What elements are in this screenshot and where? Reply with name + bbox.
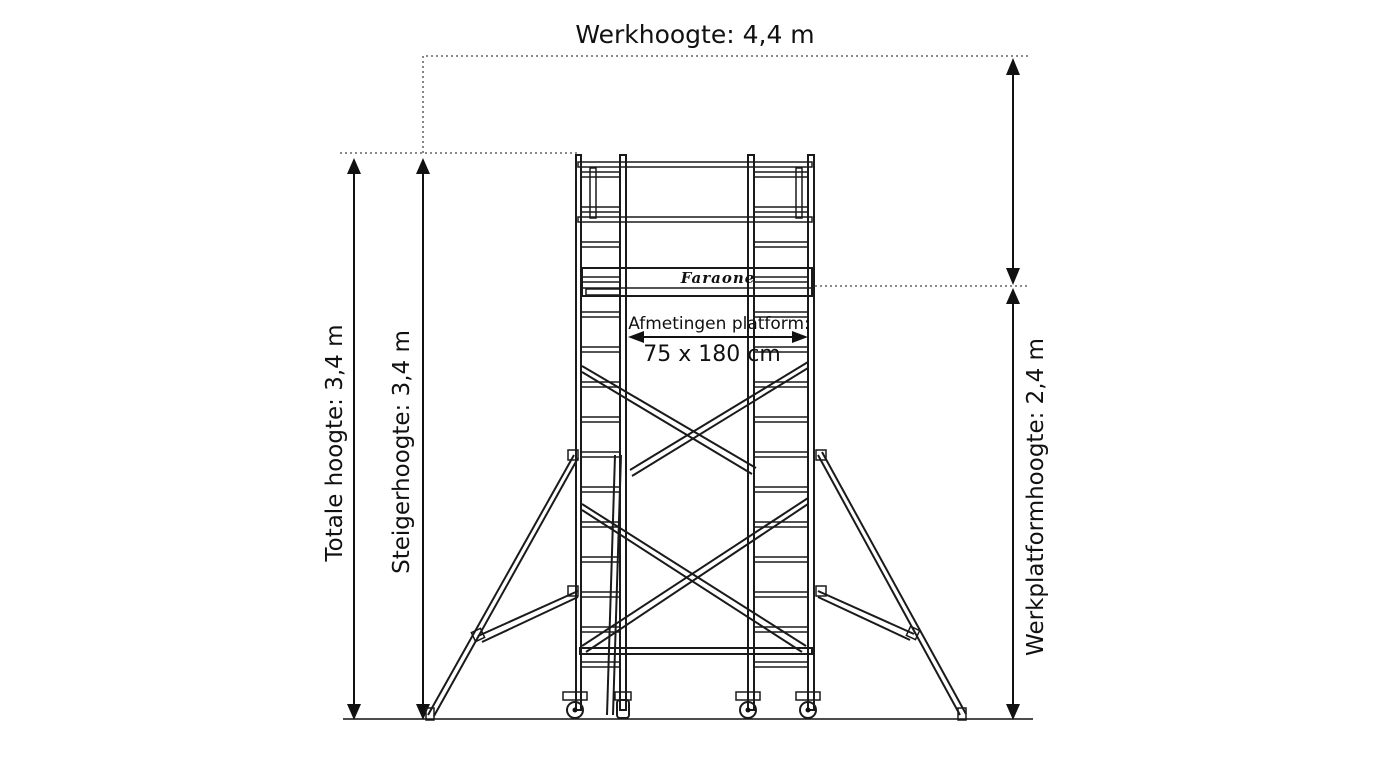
ladder-rung — [753, 591, 809, 598]
ladder-rung — [580, 451, 621, 458]
ladder-rung — [580, 311, 621, 318]
ladder-rung — [753, 626, 809, 633]
scaffold-height-arrow — [416, 158, 430, 720]
ladder-rung — [580, 626, 621, 633]
ladder-rung — [580, 591, 621, 598]
ladder-rung — [753, 311, 809, 318]
ladder-rung — [753, 241, 809, 248]
right-outrigger — [815, 449, 967, 721]
left-frame — [575, 154, 627, 711]
working-height-arrow — [1006, 58, 1020, 285]
ladder-rung — [753, 206, 809, 213]
platform-label: Afmetingen platform: — [628, 314, 810, 334]
ladder-rung — [753, 171, 809, 178]
ladder-rung — [580, 241, 621, 248]
right-frame — [747, 154, 815, 711]
ladder-rung — [580, 171, 621, 178]
ladder-rung — [753, 416, 809, 423]
platform-height-label: Werkplatformhoogte: 2,4 m — [1023, 338, 1049, 656]
ladder-rung — [753, 381, 809, 388]
ladder-rung — [580, 416, 621, 423]
reference-lines — [340, 55, 1028, 287]
ladder-rung — [753, 276, 809, 283]
brand-logo: Faraone — [680, 269, 756, 287]
ladder-rung — [753, 556, 809, 563]
ladder-rung — [580, 556, 621, 563]
platform-width-arrow — [628, 331, 808, 343]
platform — [581, 267, 813, 297]
ladder-rung — [753, 451, 809, 458]
ladder-rung — [580, 206, 621, 213]
ladder-rung — [753, 486, 809, 493]
castor-wheels — [562, 691, 821, 719]
working-height-label: Werkhoogte: 4,4 m — [575, 20, 814, 49]
left-outrigger — [425, 449, 579, 721]
platform-height-arrow — [1006, 288, 1020, 720]
ladder-rung — [753, 346, 809, 353]
total-height-arrow — [347, 158, 361, 720]
diagonal-braces — [581, 361, 809, 716]
ladder-rung — [753, 661, 809, 668]
ladder-rung — [580, 661, 621, 668]
scaffold-height-label: Steigerhoogte: 3,4 m — [389, 330, 415, 574]
bottom-bar — [579, 647, 813, 655]
platform-size: 75 x 180 cm — [643, 342, 781, 367]
total-height-label: Totale hoogte: 3,4 m — [322, 324, 348, 562]
guardrails — [577, 161, 813, 223]
ladder-rung — [580, 276, 621, 283]
ladder-rung — [580, 346, 621, 353]
